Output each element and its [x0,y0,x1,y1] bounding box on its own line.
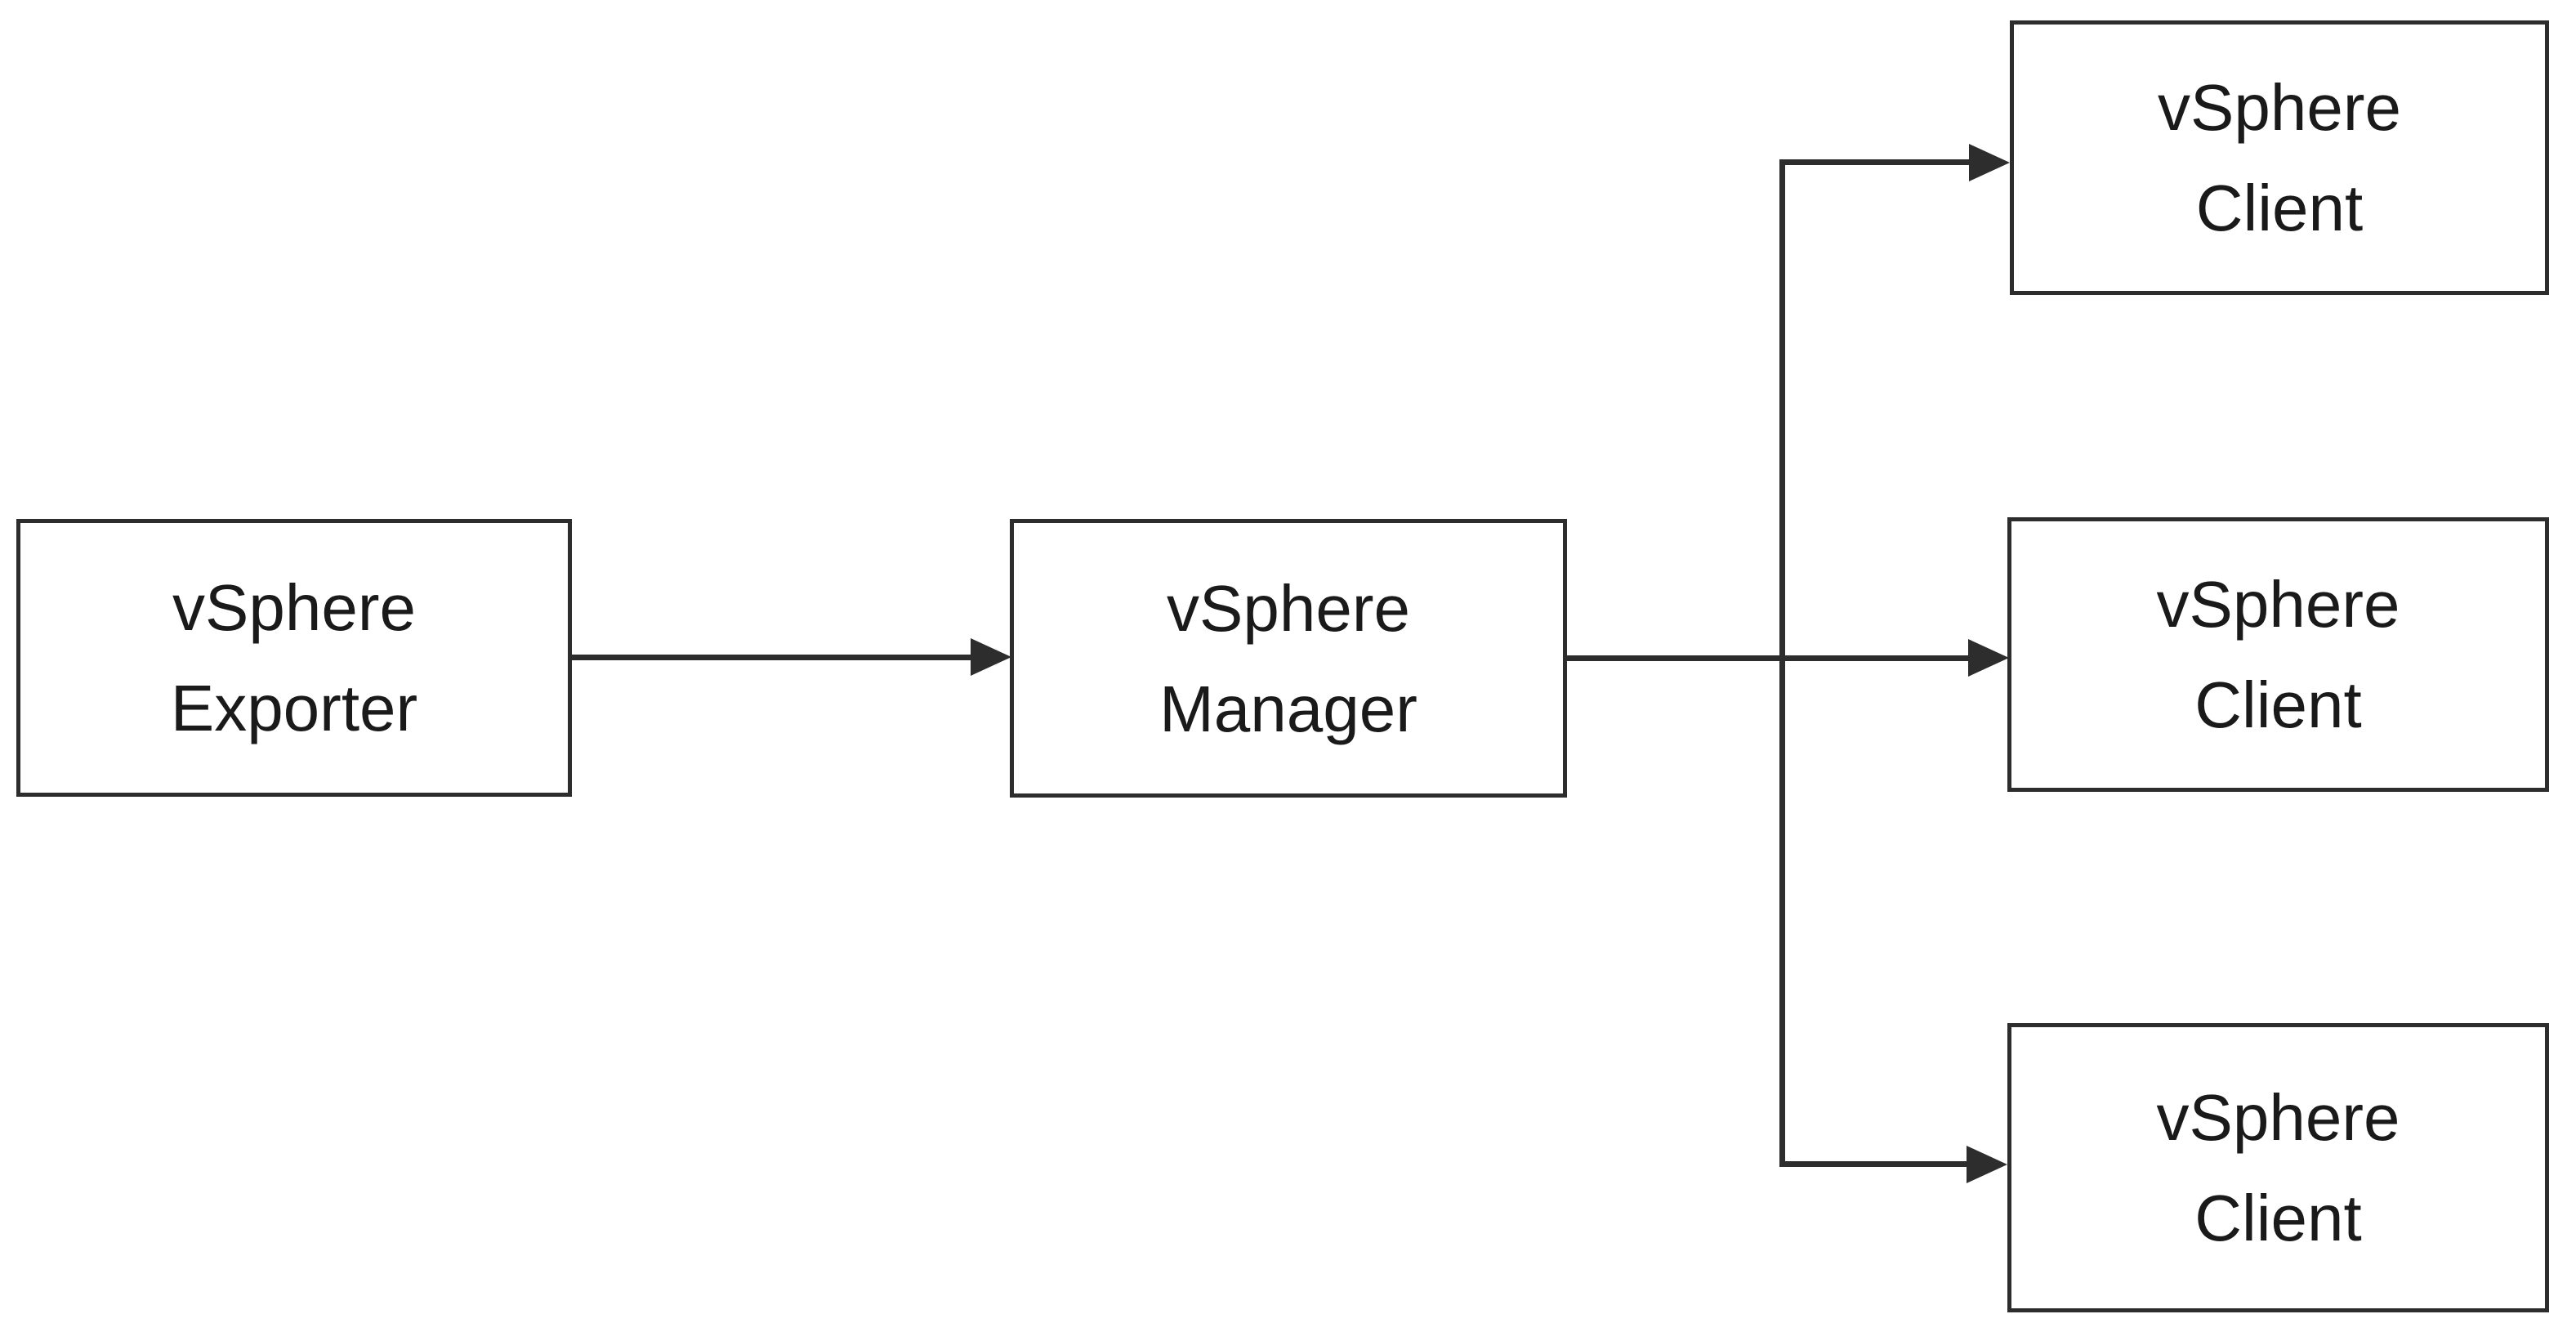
node-vsphere-manager: vSphere Manager [1010,519,1567,798]
node-label-line1: vSphere [172,571,416,644]
edge-fanout-trunk-line [1779,159,1785,1167]
node-vsphere-exporter: vSphere Exporter [16,519,572,797]
node-label-line2: Manager [1159,672,1417,745]
edge-exporter-to-manager-arrowhead-icon [971,638,1011,676]
node-label-line2: Client [2194,1182,2362,1254]
edge-manager-to-client-middle-line [1567,655,1971,661]
node-label-line1: vSphere [1167,571,1410,645]
node-label-line2: Client [2194,668,2362,741]
edge-manager-to-client-middle-arrowhead-icon [1968,639,2009,677]
node-vsphere-client-middle: vSphere Client [2007,517,2549,792]
node-label-line1: vSphere [2158,71,2401,144]
node-label-line1: vSphere [2156,1081,2400,1154]
edge-manager-to-client-top-arrowhead-icon [1969,144,2010,181]
node-label-line2: Client [2195,172,2364,244]
edge-manager-to-client-top-line [1779,159,1972,165]
edge-exporter-to-manager-line [572,655,974,660]
edge-manager-to-client-bottom-line [1779,1161,1970,1167]
node-vsphere-client-bottom: vSphere Client [2007,1023,2549,1312]
edge-manager-to-client-bottom-arrowhead-icon [1967,1146,2007,1183]
node-label-line2: Exporter [170,672,418,744]
node-vsphere-client-top: vSphere Client [2010,20,2549,295]
node-label-line1: vSphere [2156,568,2400,641]
